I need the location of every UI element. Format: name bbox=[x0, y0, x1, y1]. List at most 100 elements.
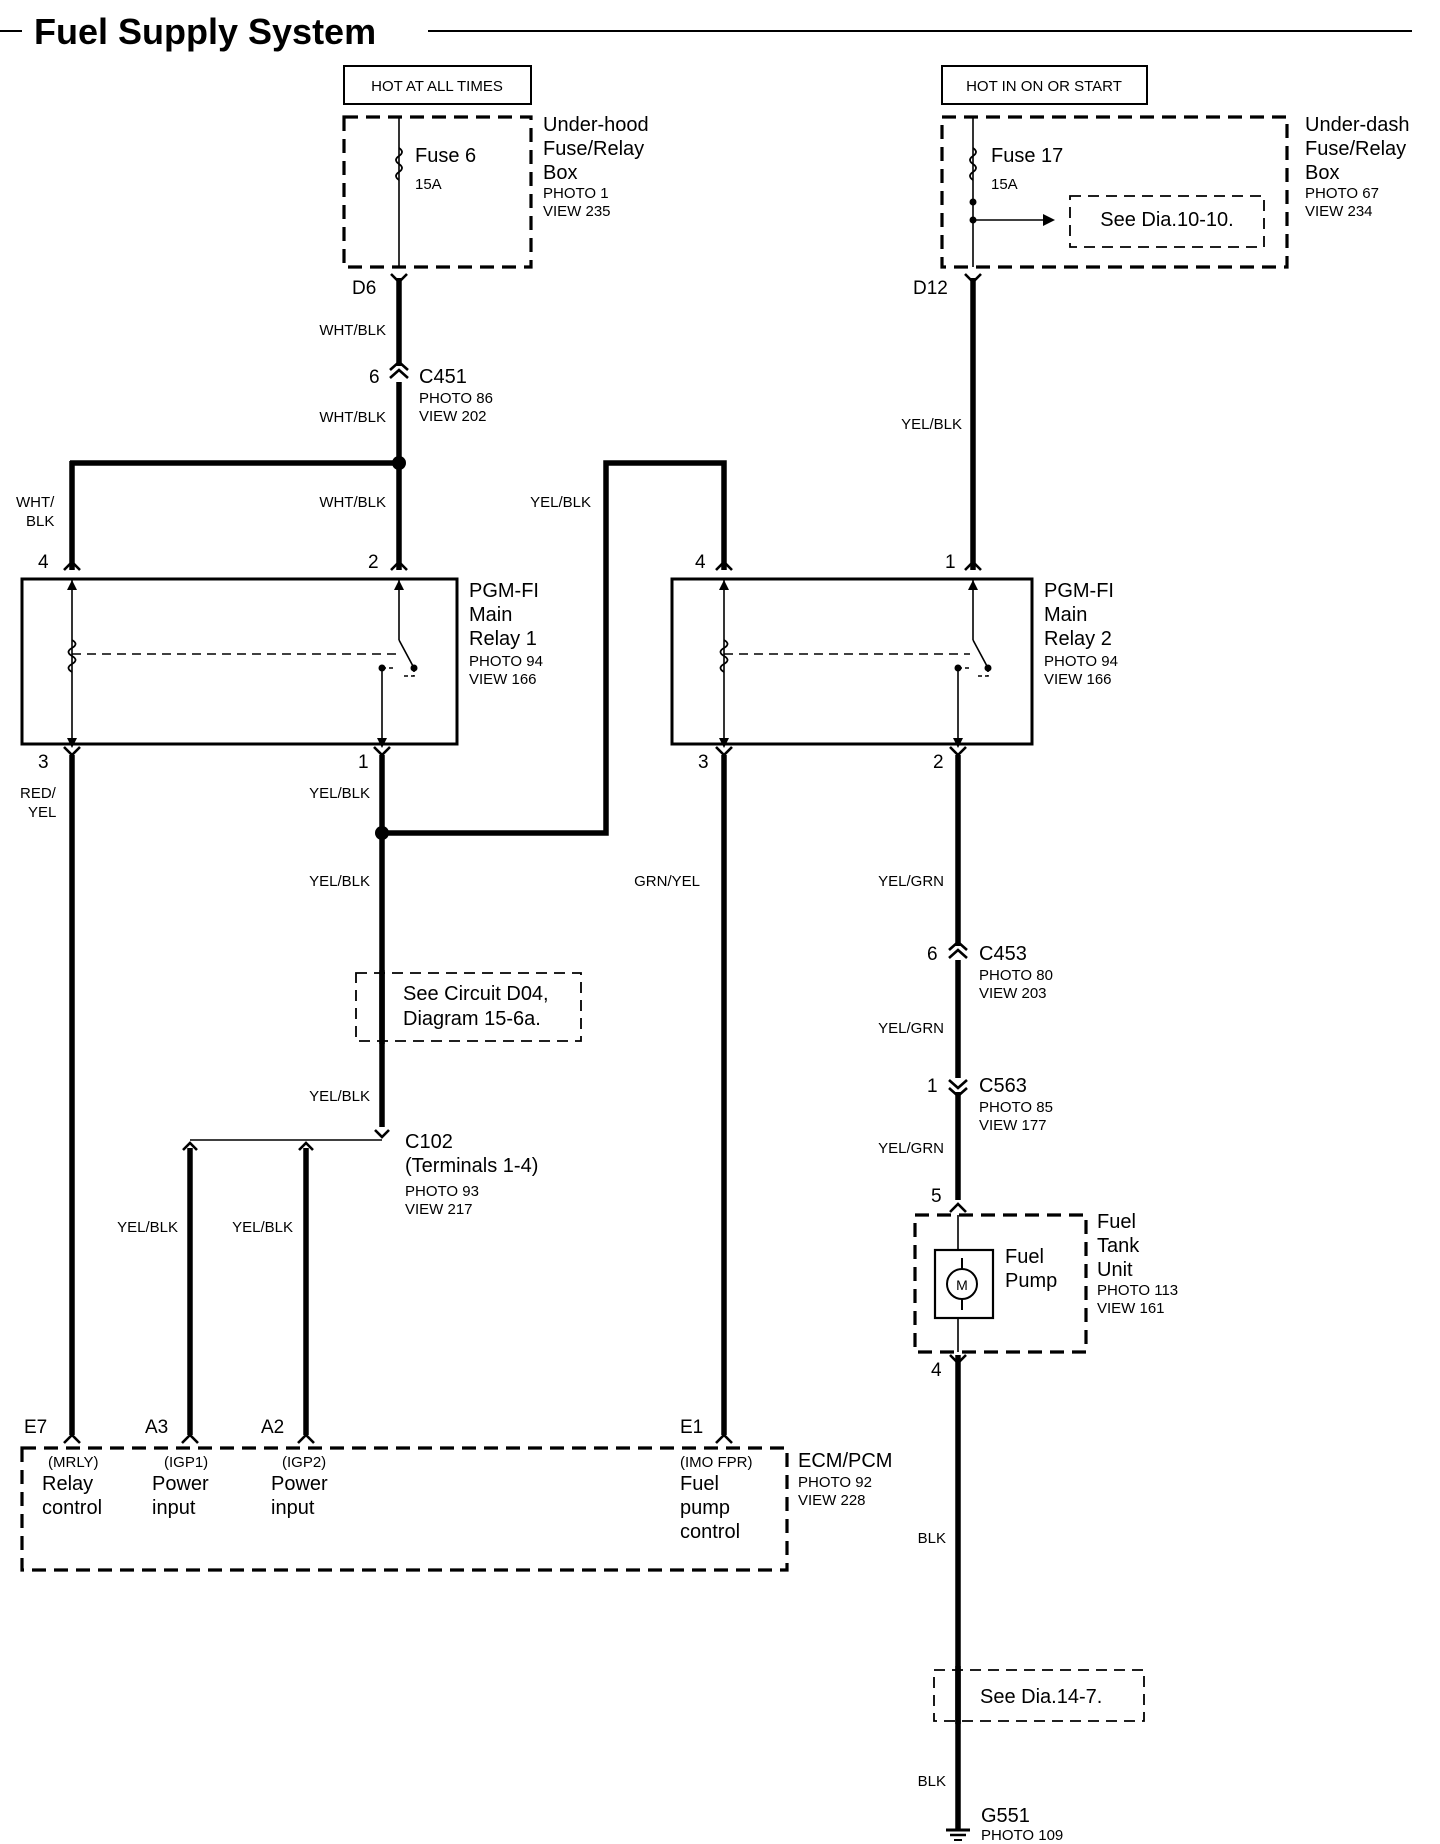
wire-label: GRN/YEL bbox=[634, 873, 700, 890]
relay2-pin3-label: 3 bbox=[698, 752, 709, 773]
wire-label: YEL bbox=[28, 804, 56, 821]
c102-photo: PHOTO 93 bbox=[405, 1183, 479, 1200]
relay1-pin2-icon bbox=[390, 560, 408, 571]
c451-name: C451 bbox=[419, 366, 467, 388]
c451-pin: 6 bbox=[369, 367, 380, 388]
ecm-pin-e1: E1 bbox=[680, 1417, 703, 1438]
ecm-relay-control-1: Relay bbox=[42, 1473, 93, 1495]
relay2-name-3: Relay 2 bbox=[1044, 628, 1112, 650]
ecm-fuel-pump-control-3: control bbox=[680, 1521, 740, 1543]
relay1-pin3-icon bbox=[63, 746, 81, 757]
ecm-name: ECM/PCM bbox=[798, 1450, 892, 1472]
relay1-view: VIEW 166 bbox=[469, 671, 537, 688]
c102-view: VIEW 217 bbox=[405, 1201, 473, 1218]
underhood-name-3: Box bbox=[543, 162, 577, 184]
connector-d6-icon bbox=[390, 273, 408, 284]
ecm-signal-igp2: (IGP2) bbox=[282, 1454, 326, 1471]
underdash-fuse-box: HOT IN ON OR START Fuse 17 15A See Dia.1… bbox=[913, 65, 1410, 299]
relay1-name-1: PGM-FI bbox=[469, 580, 539, 602]
ecm-relay-control-2: control bbox=[42, 1497, 102, 1519]
fuel-pump-pin5-icon bbox=[949, 1202, 967, 1213]
c563-name: C563 bbox=[979, 1075, 1027, 1097]
fuel-pump-pin5-label: 5 bbox=[931, 1186, 942, 1207]
underdash-name-1: Under-dash bbox=[1305, 114, 1410, 136]
ecm-view: VIEW 228 bbox=[798, 1492, 866, 1509]
ecm-pin-e7-icon bbox=[63, 1433, 81, 1444]
fuse-17-rating: 15A bbox=[991, 176, 1018, 193]
connector-labels: 6 C451 PHOTO 86 VIEW 202 6 C453 PHOTO 80… bbox=[369, 366, 1053, 1218]
ecm-pin-e1-icon bbox=[715, 1433, 733, 1444]
wire-label: YEL/BLK bbox=[530, 494, 591, 511]
underdash-name-3: Box bbox=[1305, 162, 1339, 184]
c451-photo: PHOTO 86 bbox=[419, 390, 493, 407]
relay2-pin4-icon bbox=[715, 560, 733, 571]
wire-label: YEL/GRN bbox=[878, 1020, 944, 1037]
underhood-name-1: Under-hood bbox=[543, 114, 649, 136]
c563-pin: 1 bbox=[927, 1076, 938, 1097]
wire-label: YEL/GRN bbox=[878, 1140, 944, 1157]
fuel-tank-unit-name-3: Unit bbox=[1097, 1259, 1133, 1281]
wire-label: WHT/BLK bbox=[319, 494, 386, 511]
ecm-signal-igp1: (IGP1) bbox=[164, 1454, 208, 1471]
relay2-name-1: PGM-FI bbox=[1044, 580, 1114, 602]
relay1-photo: PHOTO 94 bbox=[469, 653, 543, 670]
see-dia-10-10: See Dia.10-10. bbox=[1100, 209, 1233, 231]
connector-c102-icon bbox=[374, 1129, 390, 1139]
relay1-pin4-icon bbox=[63, 560, 81, 571]
pgm-fi-main-relay-2: 4 1 3 2 PGM-FI Main Relay 2 PHOTO 94 VIE… bbox=[670, 552, 1118, 773]
hot-at-all-times-label: HOT AT ALL TIMES bbox=[371, 78, 503, 95]
wire-label: BLK bbox=[26, 513, 54, 530]
relay2-pin4-label: 4 bbox=[695, 552, 706, 573]
wire-label: BLK bbox=[918, 1773, 946, 1790]
underhood-photo: PHOTO 1 bbox=[543, 185, 609, 202]
hot-in-on-label: HOT IN ON OR START bbox=[966, 78, 1122, 95]
wire-label: YEL/BLK bbox=[309, 785, 370, 802]
c102-terminals: (Terminals 1-4) bbox=[405, 1155, 538, 1177]
wire-label: WHT/BLK bbox=[319, 322, 386, 339]
relay2-pin2-label: 2 bbox=[933, 752, 944, 773]
c453-photo: PHOTO 80 bbox=[979, 967, 1053, 984]
fuse-6-rating: 15A bbox=[415, 176, 442, 193]
ecm-power-input-1a: Power bbox=[152, 1473, 209, 1495]
wire-label: YEL/BLK bbox=[232, 1219, 293, 1236]
arrow-right-icon bbox=[1043, 214, 1055, 226]
pgm-fi-main-relay-1: 4 2 3 1 PGM-FI Main Relay 1 PHOTO 94 VIE… bbox=[20, 552, 543, 773]
terminal-d12: D12 bbox=[913, 278, 948, 299]
ecm-pin-a2-icon bbox=[297, 1433, 315, 1444]
fuel-tank-unit-view: VIEW 161 bbox=[1097, 1300, 1165, 1317]
ecm-fuel-pump-control-2: pump bbox=[680, 1497, 730, 1519]
relay1-pin2-label: 2 bbox=[368, 552, 379, 573]
ecm-pin-a3: A3 bbox=[145, 1417, 168, 1438]
fuse-6-icon bbox=[395, 147, 403, 181]
underdash-name-2: Fuse/Relay bbox=[1305, 138, 1406, 160]
fuse-17-icon bbox=[969, 147, 977, 181]
relay1-coil-icon bbox=[67, 639, 77, 673]
circuit-reference-line-2: Diagram 15-6a. bbox=[403, 1008, 541, 1030]
relay2-view: VIEW 166 bbox=[1044, 671, 1112, 688]
ecm-signal-mrly: (MRLY) bbox=[48, 1454, 99, 1471]
hot-in-on-label-box bbox=[941, 65, 1148, 105]
c563-view: VIEW 177 bbox=[979, 1117, 1047, 1134]
relay2-name-2: Main bbox=[1044, 604, 1087, 626]
relay2-pin3-icon bbox=[715, 746, 733, 757]
connector-symbols bbox=[63, 273, 982, 1444]
c453-name: C453 bbox=[979, 943, 1027, 965]
wire-label: YEL/BLK bbox=[309, 1088, 370, 1105]
ecm-power-input-2b: input bbox=[271, 1497, 315, 1519]
ecm-pin-a3-icon bbox=[181, 1433, 199, 1444]
underhood-name-2: Fuse/Relay bbox=[543, 138, 644, 160]
circuit-reference: See Circuit D04, Diagram 15-6a. bbox=[355, 970, 582, 1044]
ecm-pin-a2: A2 bbox=[261, 1417, 284, 1438]
relay2-pin1-icon bbox=[964, 560, 982, 571]
see-dia-14-7-box bbox=[933, 1669, 1145, 1722]
connector-d12-icon bbox=[964, 273, 982, 284]
ecm-power-input-2a: Power bbox=[271, 1473, 328, 1495]
underdash-photo: PHOTO 67 bbox=[1305, 185, 1379, 202]
wire-label: RED/ bbox=[20, 785, 57, 802]
underhood-view: VIEW 235 bbox=[543, 203, 611, 220]
fuel-pump-label-1: Fuel bbox=[1005, 1246, 1044, 1268]
relay1-name-2: Main bbox=[469, 604, 512, 626]
relay1-pin4-label: 4 bbox=[38, 552, 49, 573]
relay1-box bbox=[20, 577, 459, 746]
underdash-box-outline bbox=[940, 115, 1289, 269]
